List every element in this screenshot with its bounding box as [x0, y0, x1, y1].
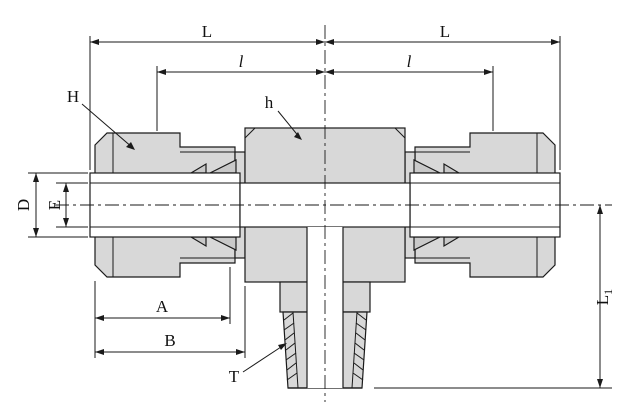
dim-label-D: D [14, 199, 33, 211]
dim-label-B: B [164, 331, 175, 350]
label-h-leader: h [265, 93, 302, 140]
dim-label-L-right: L [440, 22, 450, 41]
dimension-L: L L [89, 22, 561, 170]
dimension-l: l l [156, 52, 494, 131]
centerlines [55, 25, 612, 402]
dimension-E: E [45, 182, 88, 228]
label-H-leader: H [67, 87, 135, 150]
dim-label-l-left: l [239, 52, 244, 71]
detail-lines [90, 127, 560, 389]
thread-hatching-left [283, 312, 298, 381]
dimension-D: D [14, 172, 88, 238]
dim-label-L-left: L [202, 22, 212, 41]
dimension-A: A [94, 267, 231, 358]
dim-label-A: A [156, 297, 169, 316]
label-T-leader: T [229, 343, 287, 386]
dim-label-E: E [45, 200, 64, 210]
thread-hatching-right [352, 312, 367, 381]
dimension-L1: L1 [374, 205, 615, 389]
dim-label-h: h [265, 93, 274, 112]
dim-label-T: T [229, 367, 240, 386]
dim-label-L1: L1 [593, 289, 615, 305]
dim-label-l-right: l [407, 52, 412, 71]
dimension-B: B [95, 286, 246, 358]
dim-label-H: H [67, 87, 79, 106]
